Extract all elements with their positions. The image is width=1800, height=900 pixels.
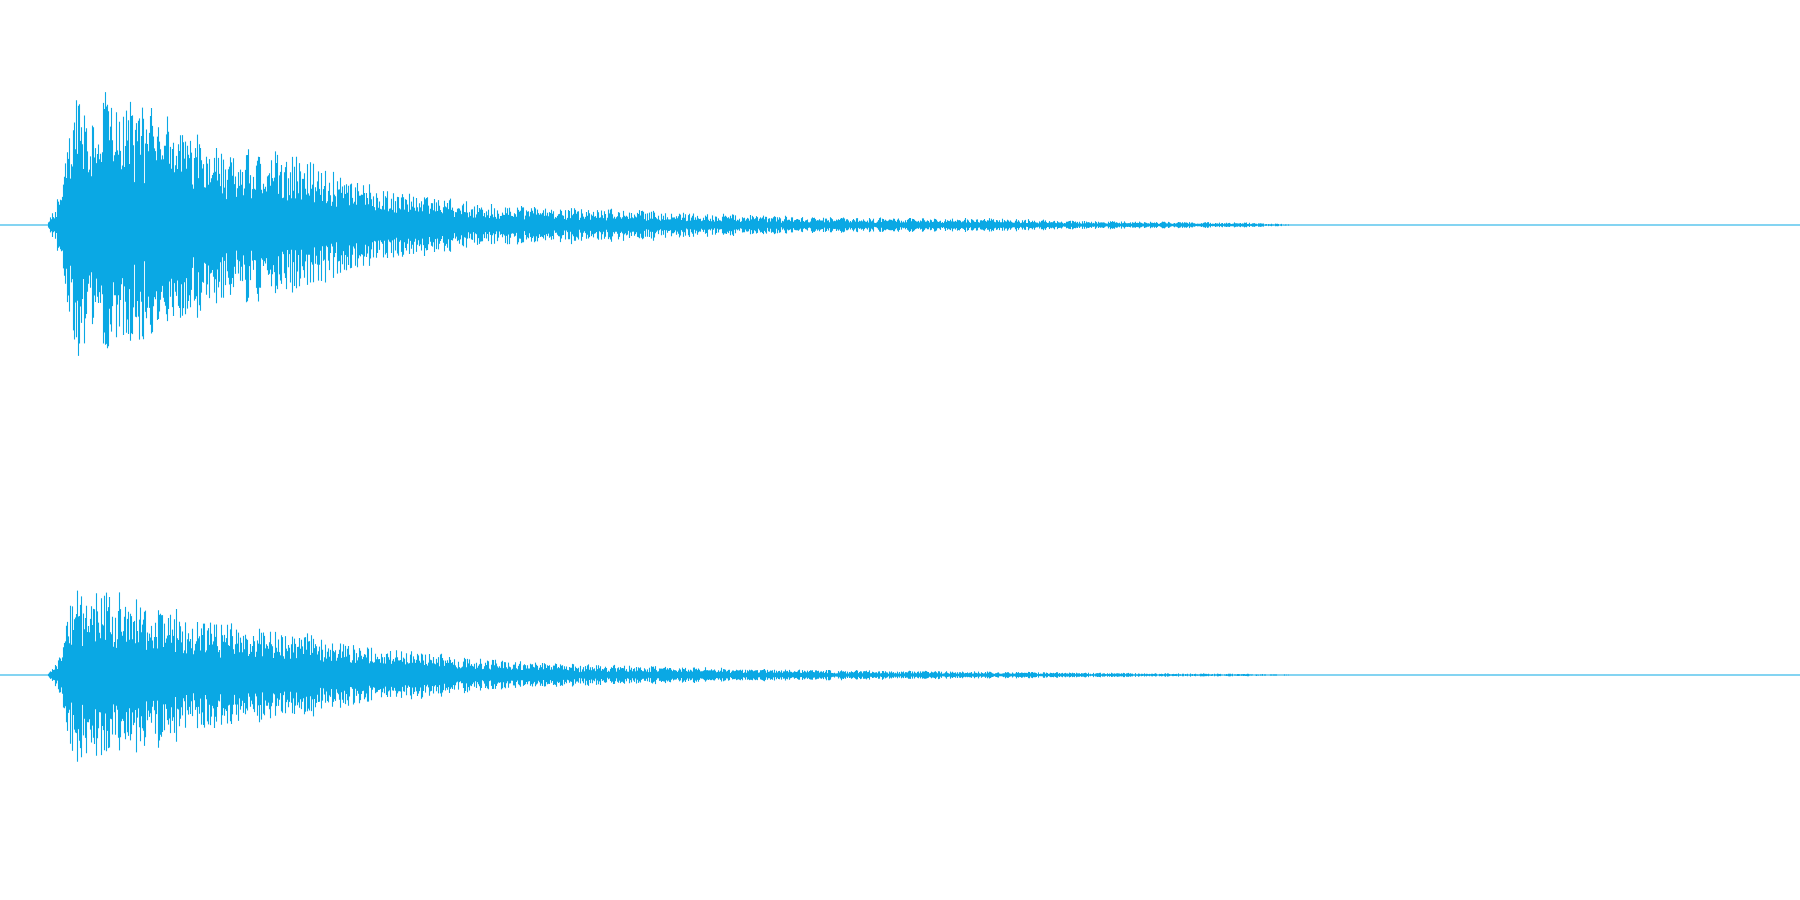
waveform-channel-1 — [0, 92, 1800, 356]
waveform-trace — [46, 590, 1296, 762]
waveform-channel-2 — [0, 590, 1800, 762]
waveform-trace — [46, 92, 1296, 356]
